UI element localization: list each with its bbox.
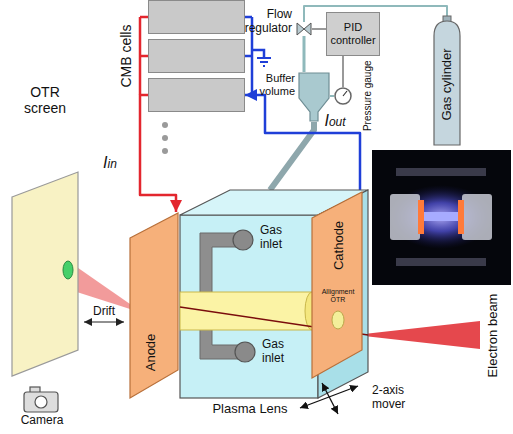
alignment-target [332,311,344,329]
photo-inset [372,150,511,285]
dot [162,135,168,141]
camera-lens [35,396,47,408]
node-label: Cathode [333,220,348,269]
inlet-port [235,342,255,362]
gauge-dial [335,88,351,104]
node-label: Pressure gauge [361,61,373,132]
frame [396,258,486,266]
gas-inlet: Gas inlet [232,229,254,251]
drift-arrow [84,321,124,322]
node-label: Anode [145,333,160,371]
node-label: OTR screen [24,84,66,116]
cathode-electrode: Cathode [310,190,364,382]
inlet-port [233,230,253,250]
gauge-needle [343,91,347,96]
cell-box [149,40,245,73]
current-label: Iin [101,154,119,172]
lens-front [180,215,318,398]
screen-panel [12,172,78,376]
cell-box [149,1,245,34]
electrode [390,194,420,240]
pid-controller-box: PID controller [326,12,380,56]
anode-electrode: Anode [128,212,180,400]
node-label: Gas cylinder [440,48,455,120]
input-wires [140,17,148,95]
mover-label: 2-axis mover [372,384,424,412]
gas-inlet-shape [232,229,254,251]
node-label: Gas inlet [260,338,286,366]
node-label: Gas inlet [258,224,284,252]
dot [162,122,168,128]
gas-line [330,95,334,97]
current-label: Iout [322,112,347,130]
frame [396,168,486,176]
cathode-electrode-shape [310,190,364,382]
electron-beam-in [364,321,480,349]
node-label: PID controller [330,21,376,46]
discharge [424,212,458,221]
pressure-gauge: Pressure gauge [334,87,352,105]
otr-screen-shape [10,170,80,378]
red-wire [140,17,148,95]
electrode-plate [130,213,178,398]
electrode-plate [312,192,362,378]
camera-body [24,392,58,412]
gas-inlet-shape [234,341,256,363]
node-label: CMB cells [118,24,134,87]
gas-line [303,36,306,72]
photo-ground [372,150,511,285]
flow-regulator-valve: Flow regulator [296,22,312,36]
camera-icon [24,387,58,412]
otr-screen: OTR screen [10,170,80,378]
hot-edge [418,200,424,234]
mover-arrow [322,383,338,414]
gas-inlet: Gas inlet [234,341,256,363]
drift-label: Drift [93,305,115,319]
cell-box [149,79,245,112]
flow-regulator-valve-shape [296,22,312,36]
gas-cylinder: Gas cylinder [432,16,462,146]
alignment-label: Allignment OTR [316,288,360,304]
beam-spot [63,261,73,279]
node-label: Plasma Lens [212,402,287,417]
current-in-wire [140,95,176,212]
anode-electrode-shape [128,212,180,400]
cmb-cell-stack: CMB cells [148,0,245,112]
cmb-cell-stack-shape [148,0,245,112]
node-label: Buffer volume [260,72,295,97]
valve-symbol [297,23,311,35]
control-line [312,28,326,30]
more-cells-dots [162,122,168,154]
current-out-wire [245,95,360,190]
signal-line [342,56,344,87]
camera-label: Camera [21,414,64,428]
hot-edge [458,200,464,234]
pressure-gauge-shape [334,87,352,105]
cylinder-body [434,21,460,145]
beam-label: Electron beam [487,293,502,377]
node-label: Flow regulator [245,8,292,36]
electrode [462,194,492,240]
plasma-glow [389,185,493,249]
dot [162,148,168,154]
ground-symbol [257,58,271,66]
